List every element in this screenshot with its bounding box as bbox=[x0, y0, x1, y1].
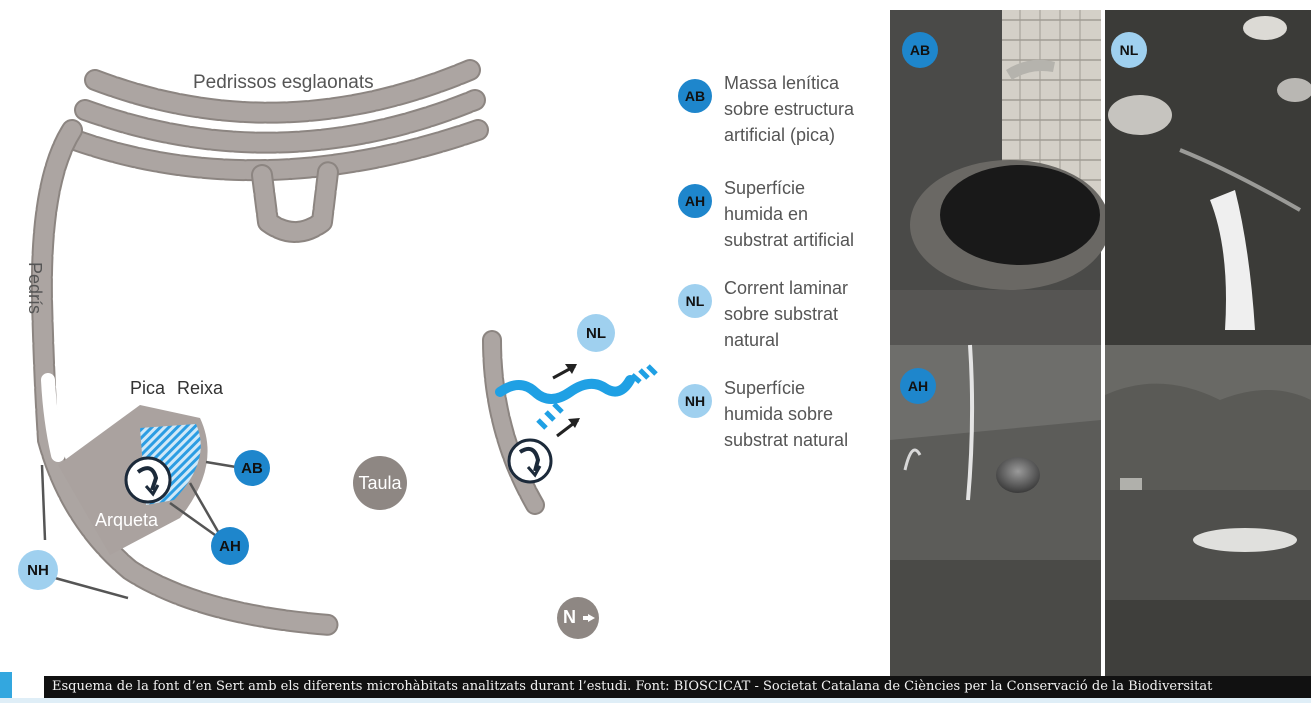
legend-badge-nl: NL bbox=[678, 284, 712, 318]
legend-line: natural bbox=[724, 327, 848, 353]
label-reixa: Reixa bbox=[177, 378, 223, 399]
badge-ab-diagram: AB bbox=[234, 450, 270, 486]
legend-line: artificial (pica) bbox=[724, 122, 854, 148]
badge-nl-diagram: NL bbox=[577, 314, 615, 352]
legend-line: humida sobre bbox=[724, 401, 848, 427]
legend-text-nh: Superfície humida sobre substrat natural bbox=[724, 375, 848, 453]
label-taula: Taula bbox=[357, 473, 403, 494]
badge-ah-diagram: AH bbox=[211, 527, 249, 565]
legend-line: humida en bbox=[724, 201, 854, 227]
legend-line: sobre estructura bbox=[724, 96, 854, 122]
legend-badge-nh: NH bbox=[678, 384, 712, 418]
caption-marker bbox=[0, 672, 12, 698]
legend-line: Superfície bbox=[724, 175, 854, 201]
photo-badge-ab: AB bbox=[902, 32, 938, 68]
photo-grid bbox=[888, 0, 1311, 676]
legend-text-ab: Massa lenítica sobre estructura artifici… bbox=[724, 70, 854, 148]
legend-badge-ah: AH bbox=[678, 184, 712, 218]
label-pica: Pica bbox=[130, 378, 165, 399]
label-north: N bbox=[563, 607, 576, 628]
label-pedris: Pedrís bbox=[24, 262, 45, 314]
label-pedrissos-esglaonats: Pedrissos esglaonats bbox=[193, 72, 374, 94]
legend-line: Corrent laminar bbox=[724, 275, 848, 301]
badge-nh-diagram: NH bbox=[18, 550, 58, 590]
label-arqueta: Arqueta bbox=[95, 510, 158, 531]
legend-line: Superfície bbox=[724, 375, 848, 401]
legend-line: substrat artificial bbox=[724, 227, 854, 253]
legend-text-nl: Corrent laminar sobre substrat natural bbox=[724, 275, 848, 353]
legend-line: sobre substrat bbox=[724, 301, 848, 327]
legend-text-ah: Superfície humida en substrat artificial bbox=[724, 175, 854, 253]
photo-badge-nl: NL bbox=[1111, 32, 1147, 68]
figure-caption: Esquema de la font d’en Sert amb els dif… bbox=[44, 676, 1311, 698]
legend-line: Massa lenítica bbox=[724, 70, 854, 96]
legend-badge-ab: AB bbox=[678, 79, 712, 113]
photo-badge-ah: AH bbox=[900, 368, 936, 404]
legend-line: substrat natural bbox=[724, 427, 848, 453]
